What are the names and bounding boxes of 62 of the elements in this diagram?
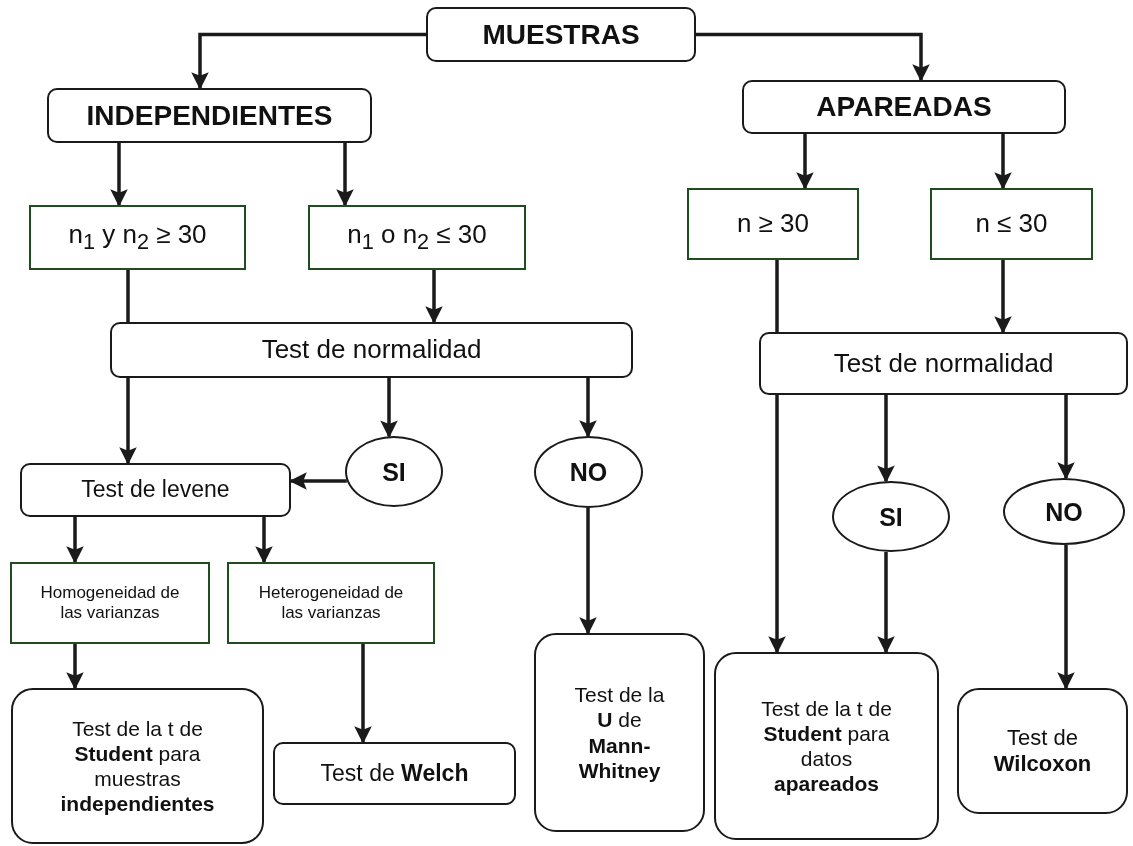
- arrow: [696, 32, 930, 82]
- node-text: Heterogeneidad de las varianzas: [257, 582, 405, 624]
- node-text: INDEPENDIENTES: [86, 98, 333, 133]
- result-box: [11, 688, 264, 844]
- arrow: [354, 644, 372, 744]
- arrow: [579, 378, 597, 438]
- condition-box: [227, 562, 435, 644]
- arrow: [994, 134, 1012, 190]
- result-box: [957, 688, 1128, 814]
- arrow: [110, 143, 128, 207]
- arrow: [877, 395, 895, 483]
- node-text: n$_{1}$ o n$_{2}$ ≤ 30: [347, 219, 487, 256]
- node-text: Test de la t de Student para datos apareados: [760, 695, 893, 797]
- node-text: Test de normalidad: [261, 334, 482, 366]
- arrow: [425, 270, 443, 324]
- node-text: Test de Welch: [320, 759, 469, 788]
- node-text: Test de normalidad: [833, 347, 1054, 380]
- node-text: Test de Wilcoxon: [992, 724, 1093, 778]
- node-text: APAREADAS: [816, 90, 992, 124]
- arrow: [579, 508, 597, 635]
- node-text: NO: [569, 457, 608, 487]
- process-box: [110, 322, 633, 378]
- condition-box: [930, 188, 1093, 260]
- arrow: [380, 378, 398, 438]
- arrow: [994, 260, 1012, 334]
- process-box: [426, 7, 696, 62]
- process-box: [47, 88, 372, 143]
- node-text: n$_{1}$ y n$_{2}$ ≥ 30: [68, 219, 207, 256]
- arrow: [768, 395, 786, 654]
- connector-line: [775, 260, 779, 332]
- node-text: Test de la U de Mann-Whitney: [573, 682, 666, 783]
- connector-line: [126, 270, 130, 322]
- arrow: [1057, 545, 1075, 690]
- node-text: Test de levene: [81, 476, 230, 504]
- arrow: [877, 551, 895, 654]
- condition-box: [687, 188, 859, 260]
- result-box: [534, 633, 705, 832]
- arrow: [289, 472, 347, 490]
- arrow: [1057, 395, 1075, 480]
- node-text: n ≥ 30: [736, 208, 810, 240]
- process-box: [759, 332, 1128, 395]
- node-text: NO: [1045, 496, 1083, 527]
- arrow: [255, 517, 273, 564]
- node-text: n ≤ 30: [975, 208, 1048, 240]
- arrow: [119, 378, 137, 465]
- arrow: [191, 32, 426, 90]
- arrow: [66, 517, 84, 564]
- node-text: SI: [382, 456, 406, 487]
- arrow: [66, 644, 84, 690]
- arrow: [336, 143, 354, 207]
- process-box: [273, 742, 516, 805]
- condition-box: [29, 205, 246, 270]
- condition-box: [308, 205, 526, 270]
- arrow: [796, 134, 814, 190]
- node-text: Homogeneidad de las varianzas: [39, 582, 181, 624]
- process-box: [742, 80, 1066, 134]
- node-text: MUESTRAS: [482, 17, 640, 52]
- result-box: [714, 652, 939, 840]
- condition-box: [10, 562, 210, 644]
- process-box: [20, 463, 291, 517]
- node-text: SI: [879, 501, 903, 532]
- node-text: Test de la t de Student para muestras independientes: [59, 715, 216, 817]
